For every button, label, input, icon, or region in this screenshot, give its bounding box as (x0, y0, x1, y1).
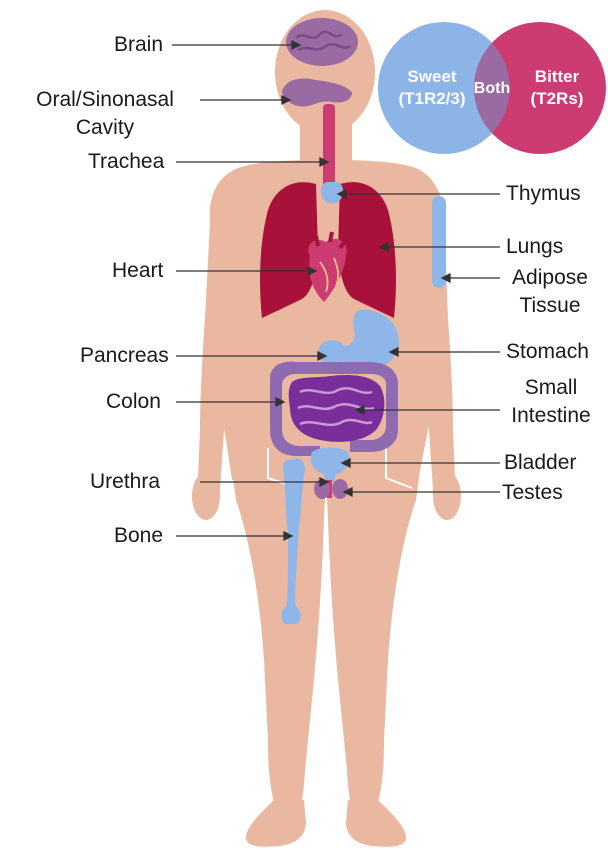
label-lungs: Lungs (506, 235, 563, 259)
label-testes: Testes (502, 481, 563, 505)
label-trachea: Trachea (88, 150, 164, 174)
venn-bitter-text: Bitter (T2Rs) (518, 66, 596, 110)
venn-bitter-label: Bitter (518, 66, 596, 88)
label-adipose-line1: Adipose (500, 266, 600, 290)
label-small-int-line1: Small (498, 376, 604, 400)
brain-organ (286, 18, 358, 66)
leg-left (326, 470, 420, 810)
venn-sweet-receptor: (T1R2/3) (386, 88, 478, 110)
hand-right (192, 472, 220, 520)
label-stomach: Stomach (506, 340, 589, 364)
foot-left (346, 800, 406, 847)
label-thymus: Thymus (506, 182, 581, 206)
label-heart: Heart (112, 259, 163, 283)
label-bladder: Bladder (504, 451, 576, 475)
label-oral-line2: Cavity (10, 116, 200, 140)
label-small-int-line2: Intestine (498, 404, 604, 428)
label-small-intestine: Small Intestine (498, 376, 604, 428)
venn-bitter-receptor: (T2Rs) (518, 88, 596, 110)
trachea-organ (323, 104, 335, 188)
foot-right (246, 800, 306, 847)
adipose-organ (432, 196, 446, 288)
leg-right (232, 470, 326, 810)
testis-left-organ (332, 479, 348, 499)
label-adipose-line2: Tissue (500, 294, 600, 318)
hand-left (433, 472, 461, 520)
label-pancreas: Pancreas (80, 344, 169, 368)
label-brain: Brain (114, 33, 163, 57)
label-colon: Colon (106, 390, 161, 414)
venn-sweet-text: Sweet (T1R2/3) (386, 66, 478, 110)
venn-both-label: Both (468, 78, 516, 100)
label-adipose-tissue: Adipose Tissue (500, 266, 600, 318)
label-oral-line1: Oral/Sinonasal (10, 88, 200, 112)
label-oral-sinonasal: Oral/Sinonasal Cavity (10, 88, 200, 140)
venn-both-text: Both (468, 78, 516, 100)
label-urethra: Urethra (90, 470, 160, 494)
label-bone: Bone (114, 524, 163, 548)
venn-sweet-label: Sweet (386, 66, 478, 88)
